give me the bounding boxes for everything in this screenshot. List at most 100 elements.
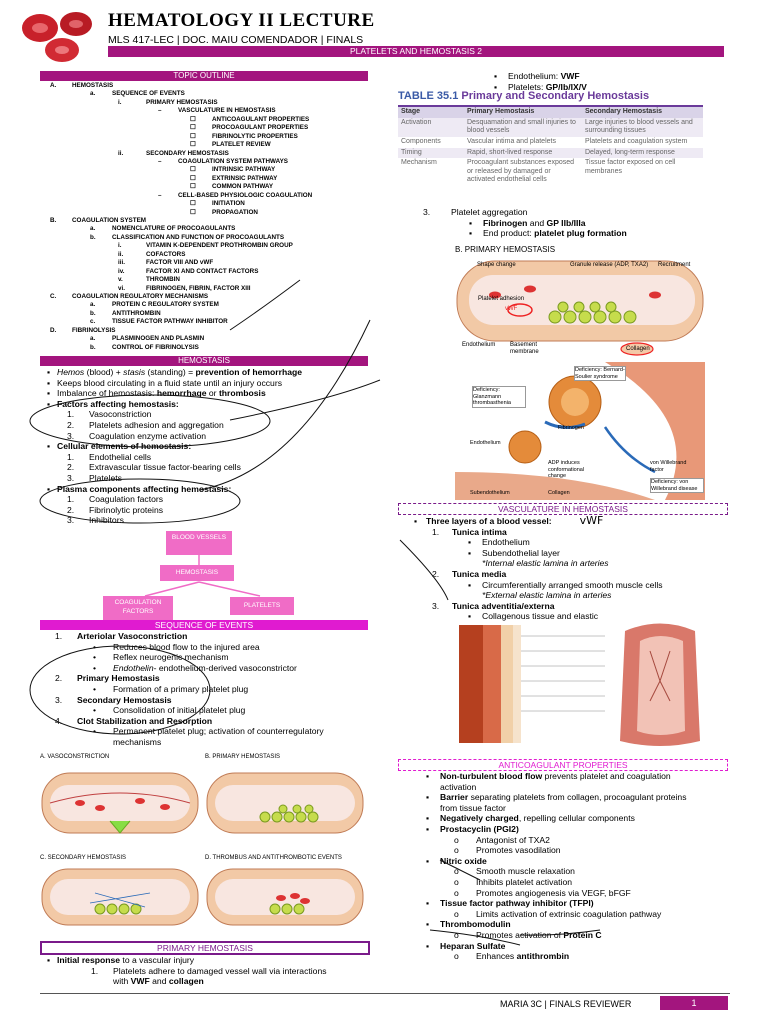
outline-marker: ii. [118, 250, 124, 258]
outline-text: PROCOAGULANT PROPERTIES [212, 124, 309, 132]
anticoagulant-heading: ANTICOAGULANT PROPERTIES [398, 759, 728, 771]
table-title: TABLE 35.1 Primary and Secondary Hemosta… [398, 90, 650, 102]
secondary-hemostasis-figure [41, 868, 199, 926]
outline-marker: a. [90, 225, 96, 233]
topic-outline-heading: TOPIC OUTLINE [40, 71, 368, 81]
outline-marker: b. [90, 233, 96, 241]
outline-marker: ☐ [190, 132, 196, 140]
outline-marker: A. [50, 82, 57, 89]
table-cell: Delayed, long-term response [585, 148, 675, 156]
big-figure-label: B. PRIMARY HEMOSTASIS [455, 245, 556, 254]
vwd-label: Deficiency: von Willebrand disease [650, 478, 704, 494]
outline-marker: – [158, 157, 162, 165]
numbered-item: 1.Vasoconstriction [67, 409, 152, 420]
outline-text: TISSUE FACTOR PATHWAY INHIBITOR [112, 318, 228, 326]
fig-c-label: C. SECONDARY HEMOSTASIS [40, 855, 127, 861]
outline-row: ☐PROPAGATION [40, 209, 368, 217]
fibrinogen-label: Fibrinogen [558, 425, 584, 431]
flow-hemostasis: HEMOSTASIS [160, 565, 234, 581]
outline-row: B. COAGULATION SYSTEM [40, 217, 368, 225]
table-header-cell: Primary Hemostasis [467, 108, 535, 116]
outline-text: SECONDARY HEMOSTASIS [146, 149, 229, 157]
outline-text: INTRINSIC PATHWAY [212, 166, 276, 174]
numbered-item: 1.Endothelial cells [67, 451, 152, 462]
basement-label: Basement membrane [510, 342, 539, 356]
outline-text: HEMOSTASIS [72, 82, 114, 89]
outline-marker: b. [90, 343, 96, 351]
outline-row: ii.COFACTORS [40, 251, 368, 259]
outline-marker: ☐ [190, 174, 196, 182]
outline-text: VITAMIN K-DEPENDENT PROTHROMBIN GROUP [146, 242, 293, 250]
outline-row: ☐INITIATION [40, 200, 368, 208]
table-cell: Large injuries to blood vessels and surr… [585, 118, 693, 135]
endothelium-label-2: Endothelium [470, 440, 501, 446]
outline-text: COAGULATION SYSTEM [72, 217, 147, 224]
adhesion-label: Platelet adhesion [478, 296, 525, 302]
outline-text: FIBRINOLYTIC PROPERTIES [212, 132, 298, 140]
primary-hemostasis-content: ▪Initial response to a vascular injury 1… [47, 955, 327, 987]
outline-text: CONTROL OF FIBRINOLYSIS [112, 343, 199, 351]
primary-hemostasis-big-figure [456, 260, 704, 356]
outline-row: A. HEMOSTASIS [40, 82, 368, 90]
outline-text: CELL-BASED PHYSIOLOGIC COAGULATION [178, 191, 313, 199]
glanzmann-label: Deficiency: Glanzmann thrombasthenia [472, 386, 526, 408]
footer-label: MARIA 3C | FINALS REVIEWER [500, 999, 632, 1009]
outline-row: i.PRIMARY HEMOSTASIS [40, 99, 368, 107]
vwf-label: vWF [505, 306, 518, 312]
outline-row: a.PLASMINOGEN AND PLASMIN [40, 335, 368, 343]
outline-marker: i. [118, 98, 122, 106]
outline-row: – CELL-BASED PHYSIOLOGIC COAGULATION [40, 192, 368, 200]
outline-text: NOMENCLATURE OF PROCOAGULANTS [112, 225, 236, 233]
outline-row: – VASCULATURE IN HEMOSTASIS [40, 107, 368, 115]
flow-blood-vessels: BLOOD VESSELS [166, 531, 232, 555]
outline-marker: iii. [118, 259, 125, 267]
outline-text: PLATELET REVIEW [212, 141, 271, 149]
fig-a-label: A. VASOCONSTRICTION [40, 754, 110, 760]
bernard-soulier-label: Deficiency: Bernard-Soulier syndrome [574, 366, 626, 382]
outline-row: ☐ PROCOAGULANT PROPERTIES [40, 124, 368, 132]
numbered-item: 2.Fibrinolytic proteins [67, 504, 164, 515]
numbered-item: 1.Coagulation factors [67, 494, 164, 505]
hemostasis-content: ▪Hemos (blood) + stasis (standing) = pre… [47, 367, 377, 526]
outline-marker: B. [50, 217, 57, 224]
vasoconstriction-figure [41, 772, 199, 834]
outline-row: a.PROTEIN C REGULATORY SYSTEM [40, 301, 368, 309]
outline-text: INITIATION [212, 200, 245, 208]
outline-marker: C. [50, 292, 57, 300]
outline-row: i.VITAMIN K-DEPENDENT PROTHROMBIN GROUP [40, 242, 368, 250]
outline-marker: – [158, 191, 162, 199]
outline-row: ii.SECONDARY HEMOSTASIS [40, 150, 368, 158]
fig-b-label: B. PRIMARY HEMOSTASIS [205, 754, 281, 760]
hemos-term: Hemos [57, 367, 85, 377]
outline-marker: ☐ [190, 124, 196, 132]
topic-banner: PLATELETS AND HEMOSTASIS 2 [108, 46, 724, 57]
outline-text: VASCULATURE IN HEMOSTASIS [178, 107, 276, 115]
outline-row: b. CONTROL OF FIBRINOLYSIS [40, 344, 368, 352]
outline-marker: ☐ [190, 141, 196, 149]
table-cell: Desquamation and small injuries to blood… [467, 118, 576, 135]
fig-d-label: D. THROMBUS AND ANTITHROMBOTIC EVENTS [205, 855, 342, 861]
outline-text: SEQUENCE OF EVENTS [112, 90, 185, 98]
sequence-heading: SEQUENCE OF EVENTS [40, 620, 368, 630]
outline-text: FACTOR XI AND CONTACT FACTORS [146, 267, 259, 275]
outline-marker: ☐ [190, 115, 196, 123]
outline-row: a. SEQUENCE OF EVENTS [40, 90, 368, 98]
outline-marker: c. [90, 318, 96, 326]
outline-text: PLASMINOGEN AND PLASMIN [112, 335, 205, 343]
outline-marker: a. [90, 90, 96, 98]
outline-text: EXTRINSIC PATHWAY [212, 174, 278, 182]
outline-marker: – [158, 107, 162, 115]
outline-marker: a. [90, 301, 96, 309]
numbered-item: 3.Coagulation enzyme activation [67, 430, 207, 441]
primary-hemostasis-heading: PRIMARY HEMOSTASIS [40, 941, 370, 955]
adp-label: ADP induces conformational change [548, 460, 585, 480]
table-cell: Vascular intima and platelets [467, 137, 556, 145]
collagen-label: Collagen [626, 346, 650, 352]
shape-change-label: Shape change [477, 262, 516, 268]
outline-marker: vi. [118, 284, 126, 292]
outline-text: COAGULATION SYSTEM PATHWAYS [178, 157, 288, 165]
outline-row: D.FIBRINOLYSIS [40, 327, 368, 335]
